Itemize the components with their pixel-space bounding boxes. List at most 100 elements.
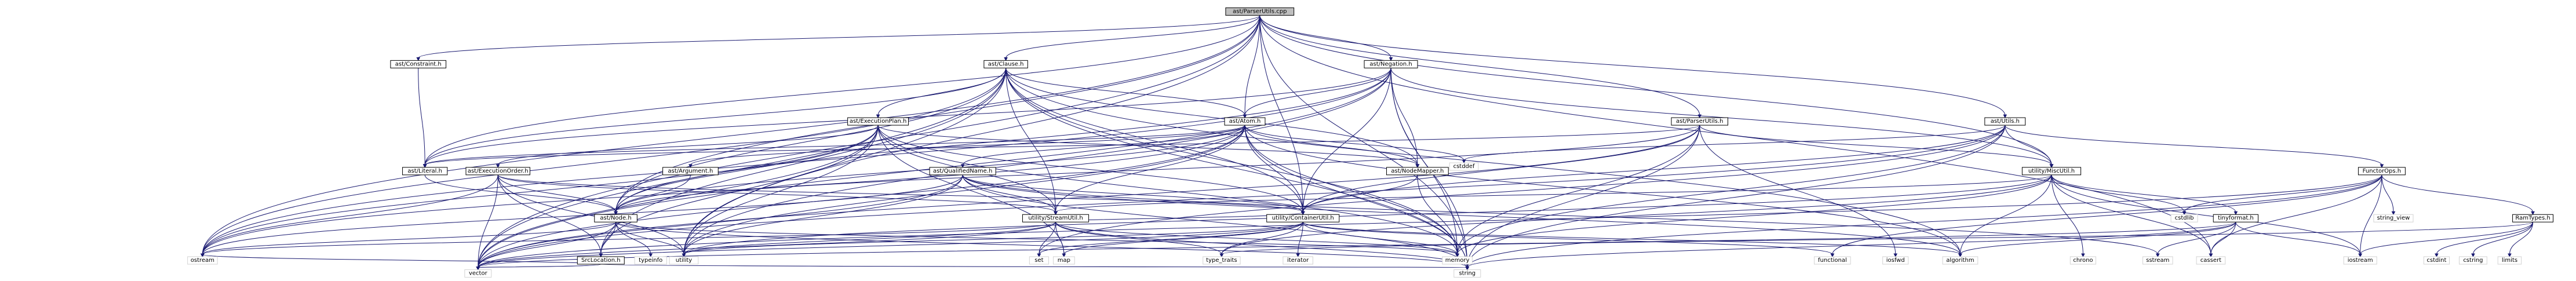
edge-node-to-memory (615, 221, 1458, 255)
node-label-utils_h: ast/Utils.h (1991, 118, 2020, 125)
edge-utils_h-to-string (1467, 125, 2006, 268)
edge-functorops-to-functional (1832, 174, 2382, 254)
node-qualname[interactable]: ast/QualifiedName.h (929, 167, 996, 176)
edge-tinyformat-to-cassert (2210, 222, 2236, 254)
edge-tinyformat-to-sstream (2157, 222, 2236, 255)
edge-root-to-miscutil (1259, 15, 2052, 165)
edge-atom-to-cstddef (1244, 125, 1464, 161)
node-iterator: iterator (1282, 256, 1313, 265)
edge-srcloc-to-string (600, 264, 1468, 268)
node-execorder[interactable]: ast/ExecutionOrder.h (465, 167, 530, 176)
node-functional: functional (1814, 256, 1851, 265)
edge-functorops-to-string_view (2381, 174, 2394, 213)
node-tinyformat[interactable]: tinyformat.h (2213, 214, 2259, 222)
edge-utils_h-to-memory (1457, 125, 2006, 254)
node-box-srcloc (577, 256, 625, 265)
node-box-vector (464, 269, 492, 278)
edge-arrowhead-functorops-to-ramtypes (2531, 211, 2535, 216)
node-box-cstdlib (2170, 214, 2198, 222)
edge-clause-to-memory (1005, 68, 1458, 254)
node-label-cstddef: cstddef (1453, 163, 1475, 170)
node-label-algorithm: algorithm (1946, 257, 1974, 264)
edge-qualname-to-algorithm (962, 174, 1961, 255)
node-containerutil[interactable]: utility/ContainerUtil.h (1266, 214, 1340, 222)
node-box-ostream (187, 256, 218, 265)
edge-atom-to-streamutil (1055, 125, 1245, 213)
node-cstdint: cstdint (2423, 256, 2450, 265)
edge-functorops-to-ramtypes (2381, 174, 2534, 213)
node-utils_h[interactable]: ast/Utils.h (1984, 117, 2026, 126)
edge-miscutil-to-utility (683, 174, 2052, 255)
node-box-memory (1442, 256, 1473, 265)
node-box-string_view (2373, 214, 2414, 222)
node-srcloc[interactable]: SrcLocation.h (577, 256, 625, 265)
edge-qualname-to-ostream (202, 174, 963, 255)
node-ostream: ostream (187, 256, 218, 265)
node-literal[interactable]: ast/Literal.h (402, 167, 448, 176)
edge-utils_h-to-vector (478, 125, 2006, 268)
edge-miscutil-to-cassert (2051, 174, 2211, 254)
edge-miscutil-to-algorithm (1959, 174, 2052, 254)
edge-arrowhead-ramtypes-to-cstdint (2435, 253, 2439, 258)
node-streamutil[interactable]: utility/StreamUtil.h (1022, 214, 1090, 222)
edge-miscutil-to-iostream (2051, 174, 2361, 254)
node-execplan[interactable]: ast/ExecutionPlan.h (847, 117, 909, 126)
edge-root-to-ostream (202, 15, 1260, 254)
node-clause[interactable]: ast/Clause.h (983, 60, 1028, 68)
edge-execplan-to-memory (877, 125, 1458, 254)
edge-tinyformat-to-iostream (2235, 222, 2361, 255)
node-miscutil[interactable]: utility/MiscUtil.h (2021, 167, 2082, 176)
edge-arrowhead-utils_h-to-functorops (2380, 164, 2384, 168)
node-argument[interactable]: ast/Argument.h (662, 167, 719, 176)
edge-streamutil-to-ostream (202, 221, 1056, 255)
node-box-utility (669, 256, 699, 265)
node-negation[interactable]: ast/Negation.h (1364, 60, 1418, 68)
node-label-iosfwd: iosfwd (1886, 257, 1905, 264)
edge-arrowhead-utils_h-to-miscutil (2049, 164, 2054, 168)
edge-ramtypes-to-type_traits (1221, 221, 2534, 255)
node-label-miscutil: utility/MiscUtil.h (2028, 168, 2075, 174)
node-functorops[interactable]: FunctorOps.h (2358, 167, 2406, 176)
edge-parserutils_h-to-containerutil (1302, 125, 1700, 213)
node-root: ast/ParserUtils.cpp (1225, 7, 1295, 16)
node-label-parserutils_h: ast/ParserUtils.h (1676, 118, 1723, 125)
edge-atom-to-literal (424, 125, 1245, 166)
edge-root-to-node (615, 15, 1260, 213)
node-utility: utility (669, 256, 699, 265)
node-chrono: chrono (2069, 256, 2096, 265)
edge-streamutil-to-containerutil (1055, 211, 1303, 222)
node-box-atom (1224, 117, 1266, 126)
edge-ramtypes-to-limits (2509, 222, 2534, 254)
edge-atom-to-utility (683, 125, 1245, 254)
node-label-clause: ast/Clause.h (988, 61, 1024, 67)
node-ramtypes[interactable]: RamTypes.h (2512, 214, 2553, 222)
node-constraint[interactable]: ast/Constraint.h (390, 60, 447, 68)
node-label-node: ast/Node.h (600, 215, 631, 221)
edge-execplan-to-nodemapper (877, 125, 1418, 166)
edge-containerutil-to-vector (478, 221, 1303, 268)
edge-functorops-to-string (1467, 174, 2382, 268)
node-set: set (1029, 256, 1049, 265)
node-nodemapper[interactable]: ast/NodeMapper.h (1386, 167, 1449, 176)
edge-clause-to-string (1005, 68, 1468, 268)
edge-execorder-to-node (497, 174, 617, 213)
node-label-qualname: ast/QualifiedName.h (933, 168, 992, 174)
edge-negation-to-atom (1244, 68, 1391, 116)
node-box-literal (402, 167, 448, 176)
node-typeinfo: typeinfo (634, 256, 667, 265)
node-parserutils_h[interactable]: ast/ParserUtils.h (1671, 117, 1729, 126)
edge-utils_h-to-functorops (2005, 125, 2382, 166)
node-vector: vector (464, 269, 492, 278)
node-node[interactable]: ast/Node.h (594, 214, 637, 222)
edge-atom-to-argument (690, 125, 1245, 166)
node-atom[interactable]: ast/Atom.h (1224, 117, 1266, 126)
edge-root-to-atom (1244, 15, 1260, 116)
edge-execorder-to-streamutil (497, 174, 1056, 213)
node-label-chrono: chrono (2073, 257, 2093, 264)
edge-parserutils_h-to-node (615, 125, 1700, 213)
node-box-limits (2497, 256, 2522, 265)
node-box-type_traits (1203, 256, 1241, 265)
node-box-functorops (2358, 167, 2406, 176)
edge-arrowhead-miscutil-to-streamutil (1054, 211, 1058, 216)
edge-negation-to-node (615, 68, 1391, 213)
